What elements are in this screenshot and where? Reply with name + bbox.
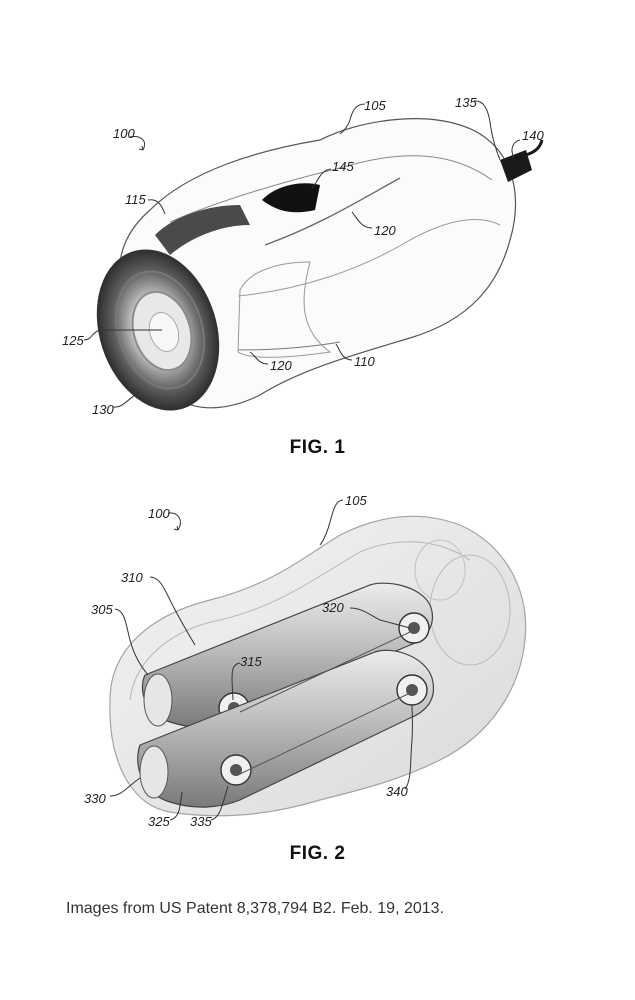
fig2-ref-305: 305 [91, 602, 113, 617]
fig2-shell-bulge-2 [414, 539, 466, 601]
figure-1-drawing: 100 105 135 140 145 115 120 125 120 110 … [62, 95, 544, 417]
fig1-ref-135: 135 [455, 95, 477, 110]
fig1-spine [169, 155, 493, 223]
fig1-inner-ring [114, 270, 206, 390]
fig2-ref-335: 335 [190, 814, 212, 829]
fig2-shaft-2 [239, 693, 409, 775]
fig1-ref-130: 130 [92, 402, 114, 417]
fig1-side-contour [237, 219, 501, 297]
fig1-cord-140 [500, 150, 532, 182]
fig1-orifice-125 [148, 311, 180, 353]
figure-2-drawing: 100 105 310 305 320 315 330 325 335 340 [84, 493, 527, 829]
source-note: Images from US Patent 8,378,794 B2. Feb.… [66, 900, 445, 917]
fig2-ref-315: 315 [240, 654, 262, 669]
fig1-cord-tail [525, 139, 544, 157]
fig1-ref-105: 105 [364, 98, 386, 113]
fig2-ref-310: 310 [121, 570, 143, 585]
fig1-ref-140: 140 [522, 128, 544, 143]
fig2-ref-320: 320 [322, 600, 344, 615]
fig1-grip-line-120a [264, 177, 401, 246]
fig1-band-115 [155, 205, 250, 255]
fig2-ref-325: 325 [148, 814, 170, 829]
fig2-gear-340-hub [406, 684, 418, 696]
fig1-ref-120-bottom: 120 [270, 358, 292, 373]
fig1-panel [237, 261, 332, 358]
fig1-ref-120-top: 120 [374, 223, 396, 238]
fig2-roller-305 [143, 673, 173, 727]
fig2-shaft [239, 631, 411, 713]
fig2-ref-330: 330 [84, 791, 106, 806]
fig1-ref-125: 125 [62, 333, 84, 348]
figure-2-caption: FIG. 2 [289, 843, 346, 864]
figure-1-caption: FIG. 1 [289, 437, 346, 458]
fig1-ref-115: 115 [125, 192, 146, 207]
fig2-gear-320-hub [408, 622, 420, 634]
fig2-ref-105: 105 [345, 493, 367, 508]
fig2-gear-335-hub [230, 764, 242, 776]
fig1-ref-145: 145 [332, 159, 354, 174]
fig2-roller-330 [139, 745, 169, 799]
fig1-grip-line-120b [237, 341, 341, 351]
fig1-ref-110: 110 [354, 354, 375, 369]
fig2-shell-inner [129, 541, 471, 701]
fig1-ref-100: 100 [113, 126, 135, 141]
fig2-ref-100: 100 [148, 506, 170, 521]
fig2-ref-340: 340 [386, 784, 408, 799]
fig1-button-145 [262, 183, 320, 213]
